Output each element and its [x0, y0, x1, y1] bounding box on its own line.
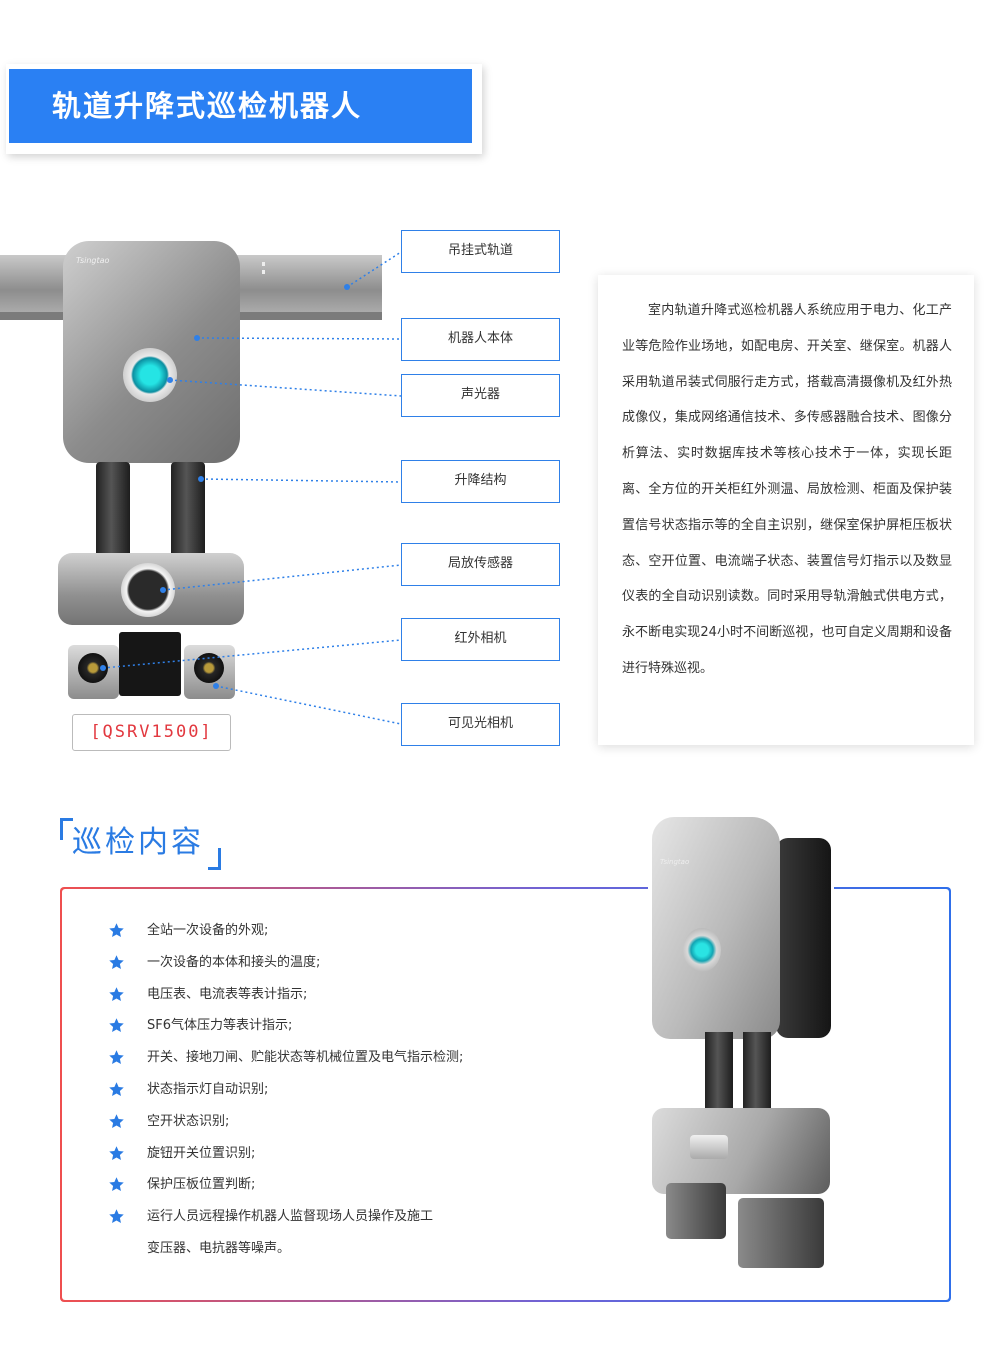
- star-icon: [109, 955, 124, 969]
- robot-photo-column-right: [743, 1032, 771, 1114]
- star-icon: [109, 1177, 124, 1192]
- list-item: SF6气体压力等表计指示;: [108, 1010, 528, 1042]
- camera-holder: [119, 632, 181, 696]
- list-item-text: SF6气体压力等表计指示;: [147, 1018, 293, 1034]
- model-number: [QSRV1500]: [72, 714, 231, 751]
- sound-light-ring: [123, 348, 177, 402]
- star-icon: [109, 1018, 124, 1033]
- callout-hanging-rail: 吊挂式轨道: [401, 230, 560, 273]
- list-item: 保护压板位置判断;: [108, 1169, 528, 1201]
- callout-pd-sensor: 局放传感器: [401, 543, 560, 586]
- robot-photo-camera-left: [666, 1183, 726, 1239]
- list-item-text: 保护压板位置判断;: [147, 1177, 256, 1193]
- star-icon: [109, 1050, 124, 1065]
- list-item: 全站一次设备的外观;: [108, 915, 528, 947]
- list-item: 状态指示灯自动识别;: [108, 1074, 528, 1106]
- list-item-text: 旋钮开关位置识别;: [147, 1145, 256, 1161]
- star-icon: [109, 986, 124, 1001]
- list-item: 一次设备的本体和接头的温度;: [108, 947, 528, 979]
- robot-photo-ring: [683, 928, 721, 972]
- star-icon: [109, 1114, 124, 1128]
- robot-photo-camera-right: [738, 1198, 824, 1268]
- callout-lift-structure: 升降结构: [401, 460, 560, 503]
- list-item-text: 运行人员远程操作机器人监督现场人员操作及施工: [147, 1209, 434, 1225]
- description-text: 室内轨道升降式巡检机器人系统应用于电力、化工产业等危险作业场地，如配电房、开关室…: [622, 303, 952, 676]
- description-card: [598, 275, 974, 745]
- rail-indicator-dots: [262, 262, 265, 274]
- robot-photo-column-left: [705, 1032, 733, 1114]
- list-item: 开关、接地刀闸、贮能状态等机械位置及电气指示检测;: [108, 1042, 528, 1074]
- robot-photo-brand: Tsingtao: [660, 858, 690, 866]
- heading-bracket-bottom-right: [208, 848, 221, 870]
- robot-photo-lift-box: [652, 1108, 830, 1194]
- inspection-list: 全站一次设备的外观; 一次设备的本体和接头的温度; 电压表、电流表等表计指示; …: [108, 915, 528, 1265]
- robot-photo-button: [690, 1135, 728, 1159]
- list-item: 旋钮开关位置识别;: [108, 1138, 528, 1170]
- callout-sound-light: 声光器: [401, 374, 560, 417]
- list-item: 空开状态识别;: [108, 1106, 528, 1138]
- star-icon: [109, 1082, 124, 1097]
- list-item-text: 电压表、电流表等表计指示;: [147, 986, 308, 1002]
- section-title: 巡检内容: [72, 825, 204, 860]
- callout-visible-camera: 可见光相机: [401, 703, 560, 746]
- callout-infrared-camera: 红外相机: [401, 618, 560, 661]
- callout-robot-body: 机器人本体: [401, 318, 560, 361]
- robot-brand-logo: Tsingtao: [76, 256, 110, 265]
- star-icon: [109, 1209, 124, 1224]
- star-icon: [109, 1145, 124, 1160]
- list-item-text: 全站一次设备的外观;: [147, 923, 269, 938]
- list-item-continuation: 变压器、电抗器等噪声。: [147, 1240, 291, 1256]
- page-title: 轨道升降式巡检机器人: [52, 89, 363, 123]
- list-item-text: 开关、接地刀闸、贮能状态等机械位置及电气指示检测;: [147, 1050, 464, 1066]
- list-item-text: 状态指示灯自动识别;: [147, 1081, 269, 1097]
- lift-column-left: [96, 462, 130, 557]
- robot-photo-back: [776, 838, 831, 1038]
- star-icon: [109, 923, 124, 938]
- list-item-text: 一次设备的本体和接头的温度;: [147, 954, 321, 970]
- title-banner: [9, 69, 472, 143]
- heading-bracket-top-left: [60, 818, 73, 840]
- list-item: 运行人员远程操作机器人监督现场人员操作及施工: [108, 1201, 528, 1233]
- list-item-text: 空开状态识别;: [147, 1113, 230, 1129]
- list-item: 电压表、电流表等表计指示;: [108, 979, 528, 1011]
- robot-photo-body: [652, 817, 780, 1039]
